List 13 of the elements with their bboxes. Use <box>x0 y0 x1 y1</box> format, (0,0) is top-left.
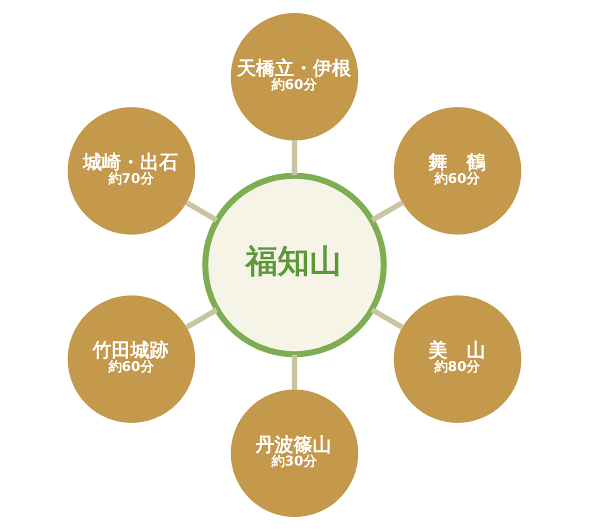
connector <box>370 200 404 222</box>
connector <box>292 140 298 176</box>
connector <box>292 354 298 390</box>
node-circle: 竹田城跡 約60分 <box>68 295 196 423</box>
node-circle: 城崎・出石 約70分 <box>68 107 196 235</box>
connector <box>184 308 218 330</box>
node-circle: 天橋立・伊根 約60分 <box>230 12 358 140</box>
node-circle: 丹波篠山 約30分 <box>230 390 358 518</box>
node-circle: 福知山 <box>202 172 387 358</box>
node-circle: 美 山 約80分 <box>394 295 522 423</box>
connector <box>184 200 218 222</box>
node-circle: 舞 鶴 約60分 <box>394 107 522 235</box>
connector <box>370 308 404 330</box>
